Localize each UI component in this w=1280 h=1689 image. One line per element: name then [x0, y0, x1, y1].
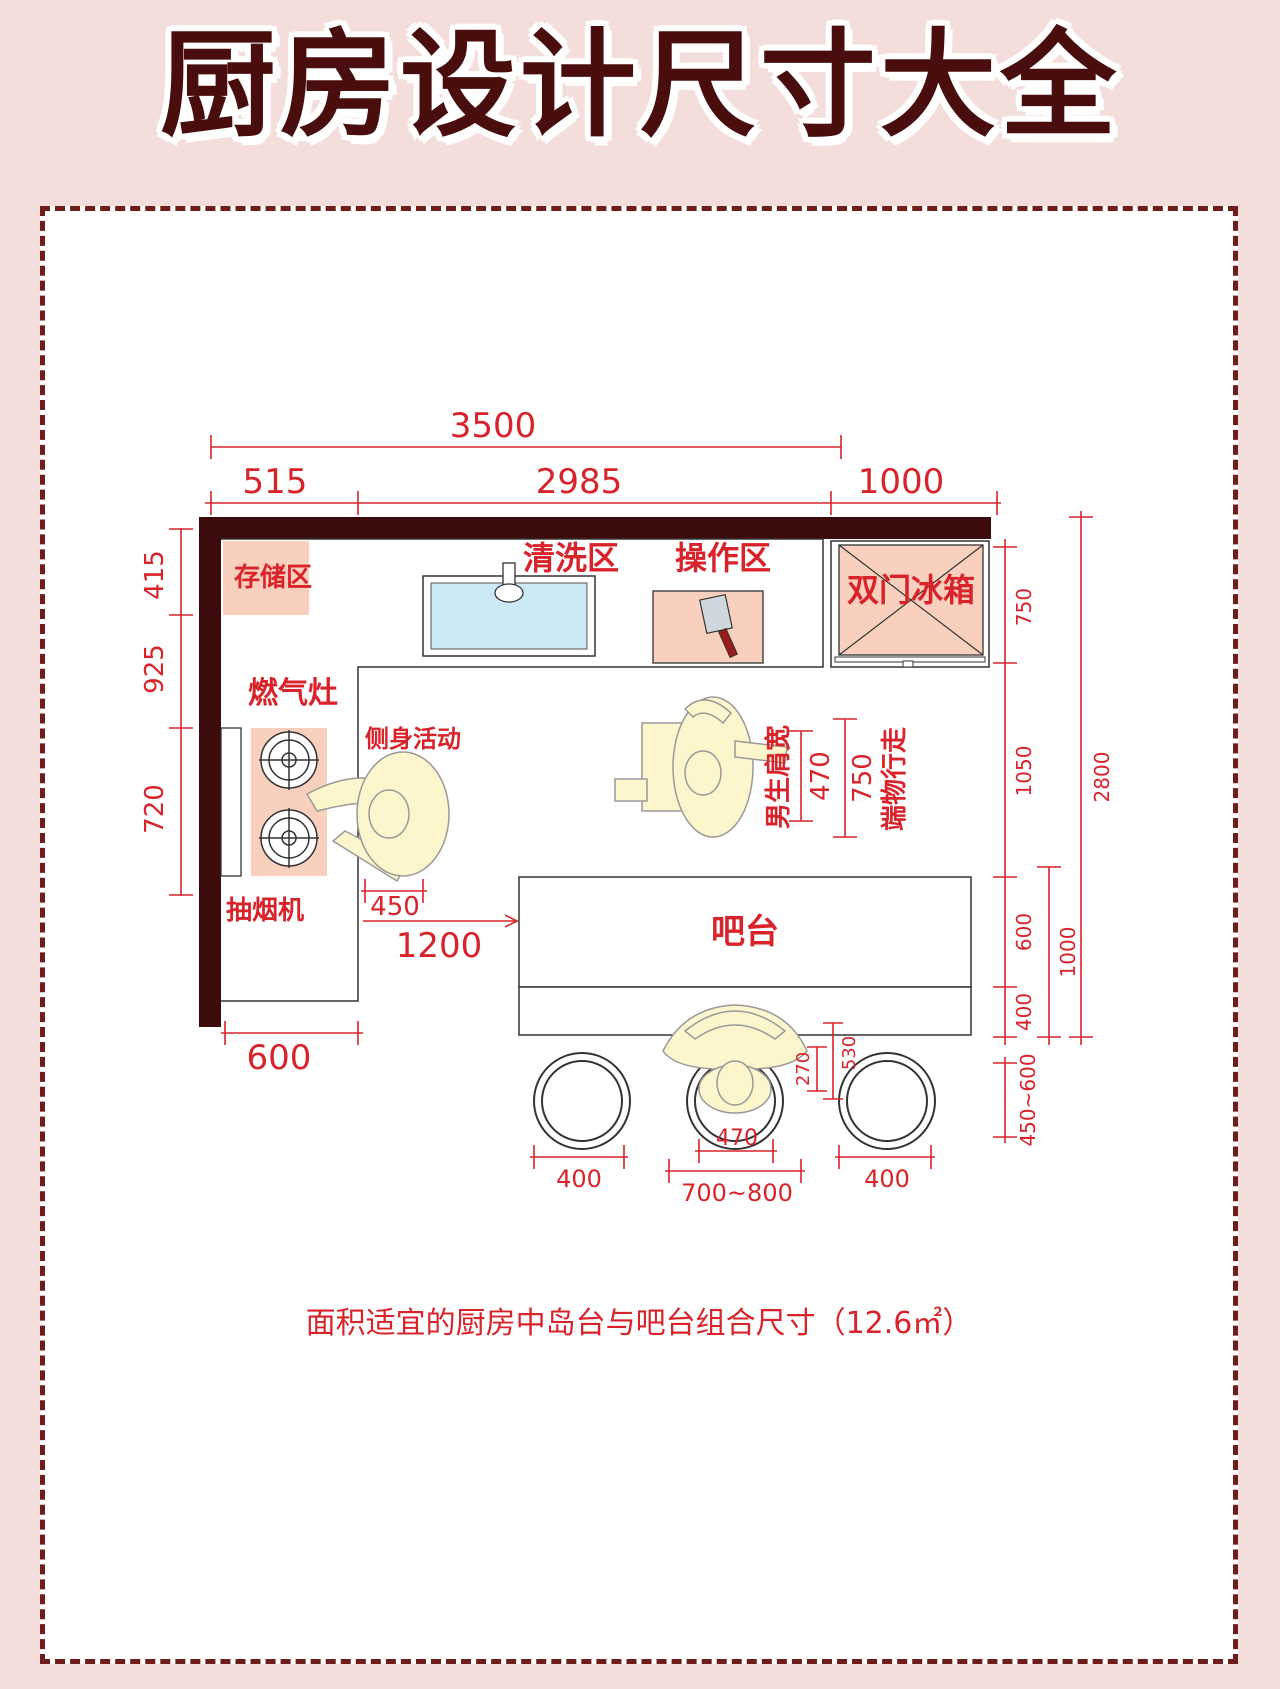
burner-2	[259, 808, 319, 868]
label-fridge: 双门冰箱	[847, 571, 975, 609]
storage-area	[223, 541, 309, 615]
dim-700-800: 700~800	[681, 1179, 793, 1207]
label-shoulder-width: 男生肩宽	[763, 725, 794, 829]
diagram-caption: 面积适宜的厨房中岛台与吧台组合尺寸（12.6㎡）	[306, 1306, 973, 1341]
page-title: 厨房设计尺寸大全	[160, 18, 1120, 153]
person-seated	[662, 1004, 808, 1114]
label-hood: 抽烟机	[226, 896, 304, 926]
prep-board	[652, 590, 764, 664]
walls	[199, 517, 991, 1027]
dim-3500: 3500	[450, 406, 537, 446]
label-stove: 燃气灶	[248, 676, 338, 711]
label-prep: 操作区	[675, 539, 771, 577]
dim-415: 415	[140, 550, 170, 600]
dim-400-stool-left: 400	[556, 1165, 602, 1193]
dim-450-600: 450~600	[1016, 1053, 1040, 1146]
label-carry-walk: 端物行走	[879, 727, 910, 831]
burner-1	[259, 730, 319, 790]
person-walking	[614, 696, 788, 838]
dim-400-bar: 400	[1012, 993, 1036, 1031]
dim-530: 530	[839, 1036, 860, 1070]
dim-470-shoulder: 470	[806, 751, 836, 801]
dim-450: 450	[370, 892, 420, 922]
bar-counter	[518, 876, 972, 1036]
stove	[220, 727, 327, 877]
dim-600-bar: 600	[1012, 913, 1036, 951]
dim-1000-bar: 1000	[1056, 927, 1080, 978]
person-at-stove	[305, 751, 450, 883]
dim-750-fridge: 750	[1012, 588, 1036, 626]
dim-270: 270	[793, 1052, 814, 1086]
dim-1000-top: 1000	[858, 462, 945, 502]
dim-515: 515	[243, 462, 308, 502]
diagram-frame: 存储区 清洗区 操作区 双门冰箱 燃气灶 侧身活动 抽烟机 吧台 男生肩宽 端物…	[40, 206, 1238, 1664]
dim-750-carry: 750	[848, 753, 878, 803]
dim-470-seat: 470	[716, 1126, 758, 1151]
dim-400-stool-right: 400	[864, 1165, 910, 1193]
label-storage: 存储区	[234, 562, 312, 593]
dim-2800: 2800	[1090, 752, 1114, 803]
sink	[422, 562, 596, 657]
label-side-activity: 侧身活动	[365, 725, 461, 753]
dim-1050: 1050	[1012, 746, 1036, 797]
label-washing: 清洗区	[523, 539, 619, 577]
dim-600-left: 600	[247, 1038, 312, 1078]
dim-2985: 2985	[536, 462, 623, 502]
dim-1200: 1200	[396, 926, 483, 966]
kitchen-floor-plan: 存储区 清洗区 操作区 双门冰箱 燃气灶 侧身活动 抽烟机 吧台 男生肩宽 端物…	[140, 406, 1114, 1341]
dim-720: 720	[140, 784, 170, 834]
dim-925: 925	[140, 644, 170, 694]
fridge	[830, 540, 990, 668]
counter-outline	[221, 538, 824, 1002]
label-bar: 吧台	[711, 912, 779, 952]
dimension-lines	[169, 435, 1093, 1183]
